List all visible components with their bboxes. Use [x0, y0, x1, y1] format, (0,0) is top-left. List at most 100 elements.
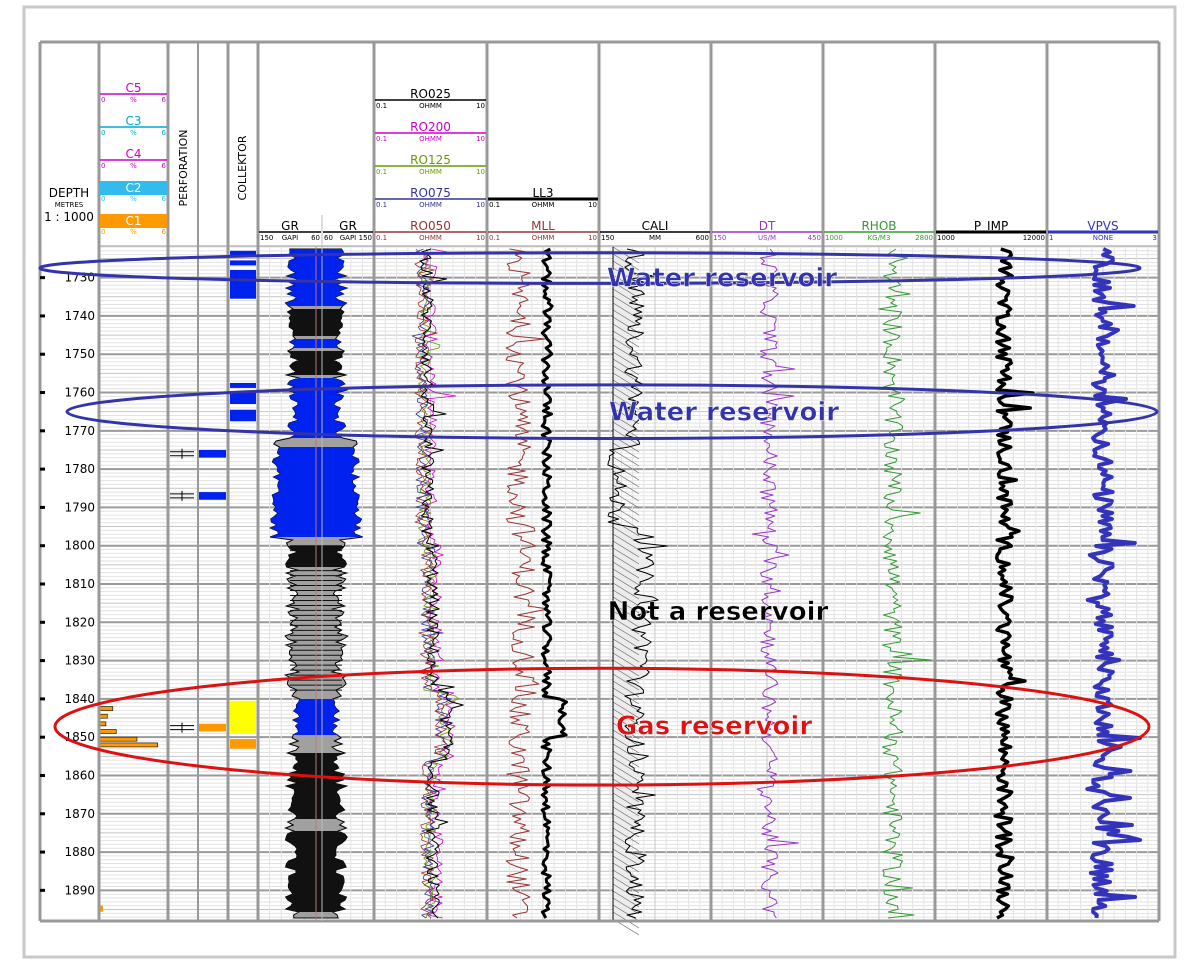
cali-hatch: [612, 848, 640, 866]
cali-hatch: [612, 617, 640, 635]
depth-axis: 1730174017501760177017801790180018101820…: [40, 271, 95, 897]
dt-header-name: DT: [759, 219, 776, 233]
rhob-header-name: RHOB: [861, 219, 896, 233]
cali-hatch: [612, 645, 640, 663]
pimp-header-max: 12000: [1023, 234, 1045, 242]
depth-tick: [40, 582, 45, 586]
resistivity-header-name: RO050: [410, 219, 451, 233]
cali-hatch: [612, 736, 640, 754]
depth-tick: [40, 735, 45, 739]
depth-tick-label: 1850: [64, 730, 95, 744]
mll-header-unit: OHMM: [532, 234, 555, 242]
resistivity-header-unit: OHMM: [419, 135, 442, 143]
depth-tick: [40, 352, 45, 356]
resistivity-header-unit: OHMM: [419, 102, 442, 110]
depth-tick: [40, 850, 45, 854]
cali-hatch: [612, 827, 640, 845]
depth-tick: [40, 544, 45, 548]
gr-header-name: GR: [281, 219, 299, 233]
vpvs-header-unit: NONE: [1093, 234, 1113, 242]
rhob-curve: [878, 248, 932, 919]
cali-hatch: [612, 358, 640, 376]
cali-hatch: [612, 582, 640, 600]
depth-tick: [40, 659, 45, 663]
cali-hatch: [612, 806, 640, 824]
cali-hatch: [612, 484, 640, 502]
cali-hatch: [612, 785, 640, 803]
depth-tick-label: 1770: [64, 424, 95, 438]
vpvs-curve: [1085, 247, 1143, 919]
cali-hatch: [612, 701, 640, 719]
cali-hatch: [612, 386, 640, 404]
cali-hatch: [612, 421, 640, 439]
cali-hatch: [612, 449, 640, 467]
collector-interval: [230, 739, 256, 749]
fluid-header-min: 0: [101, 195, 105, 203]
fluid-header-name: C3: [125, 114, 141, 128]
rhob-header-unit: KG/M3: [868, 234, 891, 242]
cali-header-max: 600: [696, 234, 709, 242]
perforation-interval: [198, 492, 226, 500]
dt-header-max: 450: [808, 234, 821, 242]
mll-curve: [505, 248, 549, 919]
fluid-header-unit: %: [130, 162, 137, 170]
perforation-header: PERFORATION: [177, 130, 190, 207]
c1-fill: [99, 905, 103, 912]
fluid-header-name: C5: [125, 81, 141, 95]
dt-curve: [751, 248, 799, 919]
resistivity-header-max: 10: [476, 102, 485, 110]
depth-tick-label: 1780: [64, 462, 95, 476]
cali-hatch: [612, 841, 640, 859]
depth-tick-label: 1760: [64, 386, 95, 400]
collector-interval: [230, 409, 256, 422]
cali-hatch: [612, 302, 640, 320]
cali-hatch: [612, 463, 640, 481]
depth-header-unit: METRES: [55, 201, 84, 209]
cali-hatch: [612, 652, 640, 670]
collector-interval: [230, 269, 256, 299]
cali-hatch: [612, 764, 640, 782]
fluid-header-name: C2: [125, 181, 141, 195]
cali-hatch: [612, 456, 640, 474]
cali-hatch: [612, 379, 640, 397]
resistivity-header-max: 10: [476, 201, 485, 209]
gr-lith-band: [289, 339, 341, 348]
annotation-label: Water reservoir: [607, 264, 837, 294]
cali-hatch: [612, 750, 640, 768]
fluid-header-min: 0: [101, 162, 105, 170]
cali-hatch: [612, 393, 640, 411]
depth-tick-label: 1750: [64, 347, 95, 361]
resistivity-header-min: 0.1: [376, 201, 387, 209]
c1-fill: [98, 729, 117, 734]
depth-tick-label: 1890: [64, 883, 95, 897]
cali-hatch: [612, 603, 640, 621]
vpvs-header-min: 1: [1049, 234, 1053, 242]
cali-hatch: [612, 414, 640, 432]
track-borders: [38, 40, 1161, 923]
annotation-label: Gas reservoir: [616, 712, 813, 742]
depth-tick: [40, 505, 45, 509]
cali-hatch: [612, 638, 640, 656]
cali-hatch: [612, 330, 640, 348]
mll-header-min: 0.1: [489, 234, 500, 242]
cali-hatch: [612, 260, 640, 278]
depth-tick: [40, 697, 45, 701]
collector-interval: [230, 700, 256, 734]
cali-hatch: [612, 624, 640, 642]
resistivity-header-name: RO075: [410, 186, 451, 200]
collector-interval: [230, 260, 256, 266]
ll3-header-max: 10: [588, 201, 597, 209]
gr-header-min: 60: [324, 234, 333, 242]
cali-hatch: [612, 743, 640, 761]
resistivity-header-name: RO125: [410, 153, 451, 167]
depth-tick: [40, 391, 45, 395]
cali-hatch: [612, 253, 640, 271]
cali-hatch: [612, 337, 640, 355]
ll3-header-min: 0.1: [489, 201, 500, 209]
gr-header-max: 60: [311, 234, 320, 242]
c1-fill: [98, 706, 114, 711]
cali-hatch: [612, 267, 640, 285]
resistivity-header-unit: OHMM: [419, 234, 442, 242]
